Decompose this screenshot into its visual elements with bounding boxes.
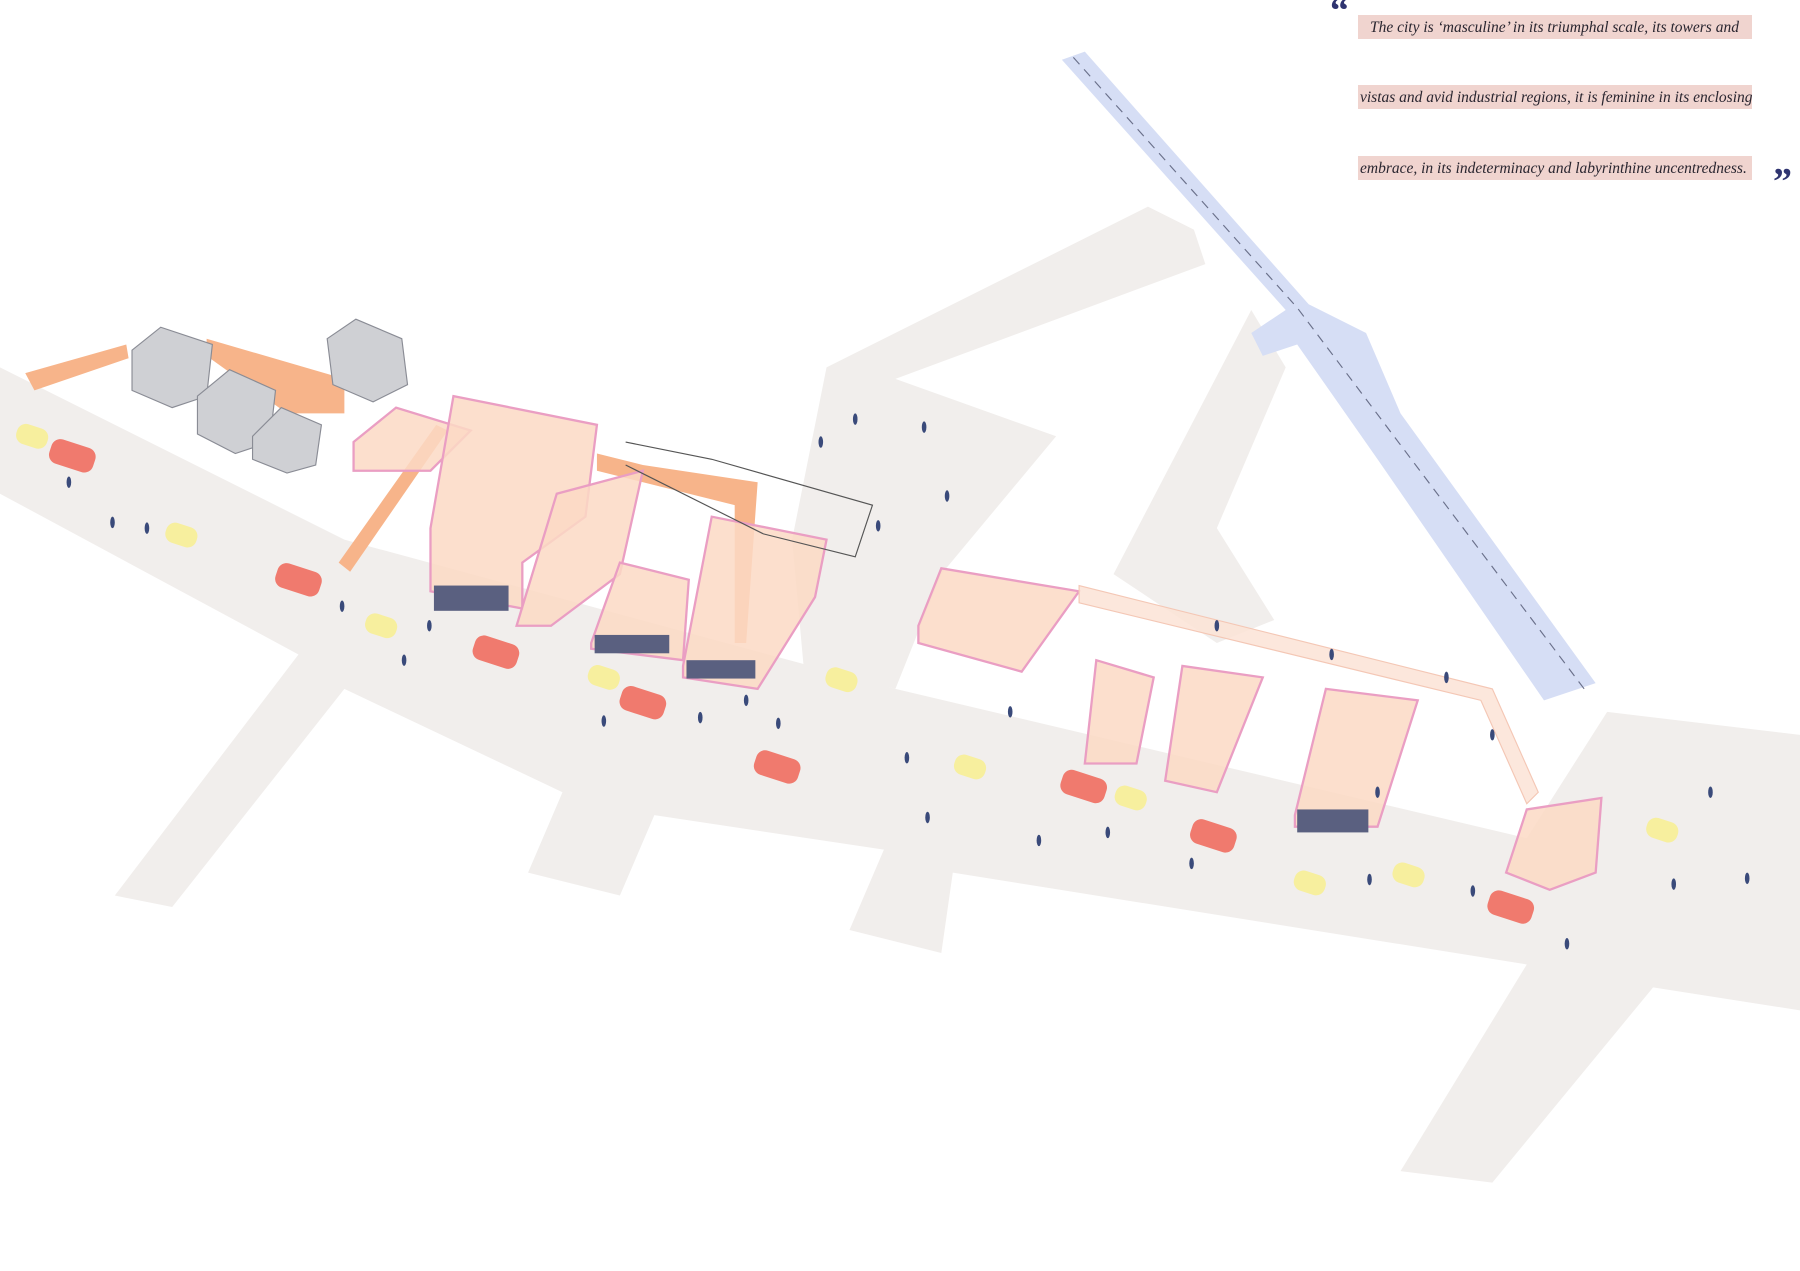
car-yellow [1392,862,1425,888]
pedestrian [944,490,950,502]
close-quote-mark: ” [1773,161,1792,203]
car-yellow [1293,870,1326,896]
building [1293,687,1420,828]
building [1504,796,1603,892]
side-street-north [792,206,1206,689]
car-yellow [1646,817,1679,843]
walkway [206,338,345,414]
car-red [753,750,801,784]
car-yellow [165,522,198,548]
car-yellow [1114,785,1147,811]
car-yellow [587,665,620,690]
industrial-sheds [131,318,409,474]
pedestrian [1444,671,1449,684]
shopfront [686,660,756,679]
quote-line-2: vistas and avid industrial regions, it i… [1360,89,1753,106]
pedestrian [743,694,749,707]
pedestrians [66,413,1750,950]
walkway [596,453,758,643]
shopfront [1297,809,1369,833]
pedestrian [1564,938,1570,950]
walkway-east [1078,584,1539,805]
pedestrian [1329,648,1334,661]
side-street-northeast [1113,310,1286,643]
building [1083,658,1156,765]
pedestrian [1367,873,1372,886]
pedestrian [1105,826,1111,839]
pedestrian [925,811,930,824]
pedestrian [339,600,345,612]
pedestrian [1375,786,1380,798]
pedestrian [1671,878,1677,890]
pedestrian [1708,786,1713,798]
pedestrian [904,752,910,764]
car-yellow [16,423,49,449]
river [1061,51,1596,701]
car-red [1487,890,1535,924]
pedestrian [921,421,927,433]
quote-line-1: The city is ‘masculine’ in its triumphal… [1370,19,1739,36]
shed [251,406,323,474]
pedestrian [697,711,703,724]
car-yellow [825,667,858,693]
car-red [472,635,520,669]
pedestrian [601,715,607,727]
pedestrian [427,620,432,632]
elevated-walkway [625,441,874,558]
pedestrian [875,520,881,532]
pedestrian [144,522,150,534]
shed [326,318,409,403]
building [515,469,645,627]
pedestrian [66,476,72,488]
pedestrian [401,654,407,666]
car-red [48,439,96,473]
building [681,515,828,691]
quote-highlight [1358,85,1752,109]
car-yellow [953,754,987,780]
car-red [1190,819,1237,853]
quote-highlight [1358,15,1752,39]
road-network [0,206,1800,1183]
car-red [275,563,322,597]
shopfront [594,634,670,654]
building [1163,664,1265,794]
shopfront [433,585,509,611]
car-red [619,685,667,720]
cars [16,423,1679,924]
open-quote-mark: “ [1330,0,1349,32]
walkway [25,344,129,391]
quote-line-3: embrace, in its indeterminacy and labyri… [1360,160,1747,177]
pedestrian [1490,729,1495,741]
pedestrian [776,717,781,730]
car-red [1060,769,1108,804]
pedestrian [1036,834,1042,847]
pedestrian [852,413,858,425]
quote-highlight [1358,156,1752,180]
pedestrian [1470,885,1476,897]
shopfronts [433,585,1369,833]
pedestrian [818,436,824,448]
pedestrian [1189,857,1194,870]
pedestrian [1007,706,1013,718]
pedestrian [1744,872,1750,885]
river-channel [1061,51,1596,701]
pedestrian [1214,620,1220,632]
building [917,567,1082,673]
car-yellow [365,613,398,639]
pedestrian [110,516,115,529]
